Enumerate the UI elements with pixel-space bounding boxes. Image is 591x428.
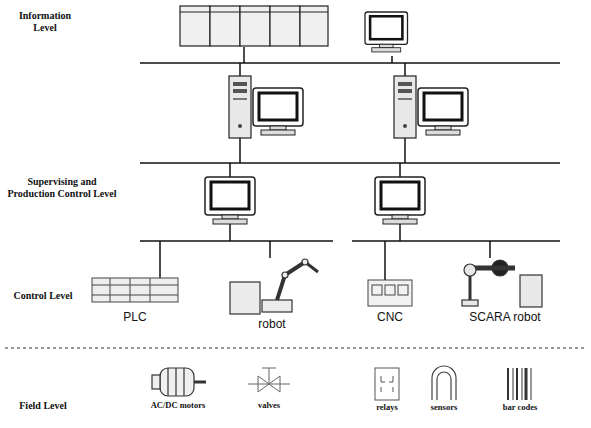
device-label: valves — [258, 401, 280, 411]
monitor — [205, 177, 255, 224]
relay-symbol — [375, 368, 399, 400]
device-label: robot — [258, 318, 285, 332]
level-label: Control Level — [8, 290, 78, 302]
device-label: bar codes — [503, 403, 538, 413]
device-label: sensors — [431, 403, 457, 413]
tower-pc — [229, 76, 251, 138]
sensor-symbol — [432, 366, 456, 400]
level-label: Field Level — [8, 400, 78, 412]
tower-pc — [394, 76, 416, 138]
device-label: CNC — [377, 311, 403, 325]
monitor — [418, 88, 468, 135]
valve-symbol — [248, 368, 290, 392]
motor-symbol — [152, 368, 206, 396]
level-dividers — [5, 348, 586, 349]
device-label: PLC — [123, 311, 146, 325]
workstation — [365, 12, 408, 52]
device-label: AC/DC motors — [151, 401, 206, 411]
robot-symbol — [230, 259, 318, 314]
monitor — [375, 177, 425, 224]
monitor — [253, 88, 303, 135]
cnc-symbol — [368, 280, 412, 306]
plc-symbol — [92, 278, 178, 302]
bar-code-symbol — [508, 368, 531, 400]
device-label: relays — [376, 403, 398, 413]
mainframe — [180, 6, 328, 46]
scara-robot-symbol — [462, 260, 542, 307]
device-label: SCARA robot — [469, 311, 540, 325]
bus-lines — [140, 47, 560, 280]
level-label: Supervising and Production Control Level — [6, 176, 118, 199]
level-label: Information Level — [10, 10, 80, 33]
